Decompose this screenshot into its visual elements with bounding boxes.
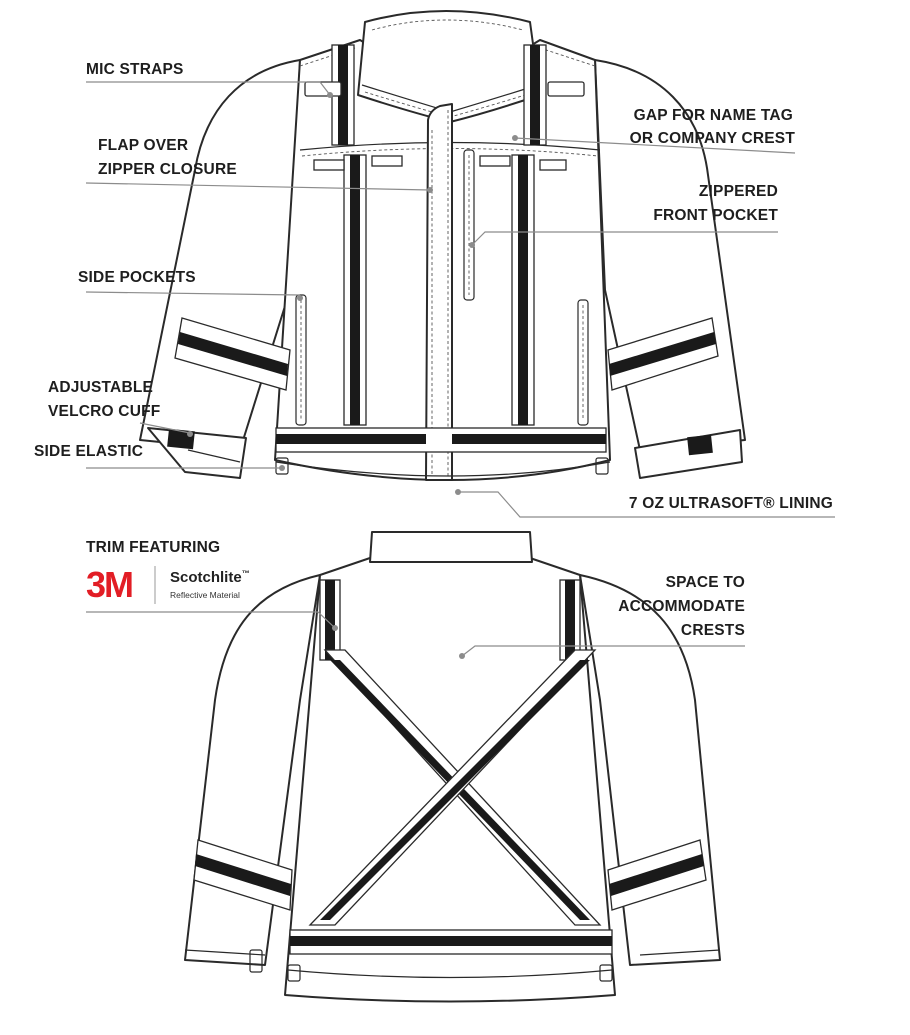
label-gap-line1: GAP FOR NAME TAG [634, 107, 793, 124]
label-space-line1: SPACE TO [666, 574, 745, 591]
label-trim-featuring: TRIM FEATURING [86, 539, 220, 556]
back-collar [369, 531, 533, 563]
front-jacket [139, 10, 746, 481]
label-velcro-line1: ADJUSTABLE [48, 379, 153, 396]
scotchlite-logo: 3M Scotchlite™ Reflective Material [86, 564, 250, 605]
logo-product-name: Scotchlite™ [170, 569, 250, 586]
label-velcro-line2: VELCRO CUFF [48, 403, 160, 420]
label-side-pockets: SIDE POCKETS [78, 269, 196, 286]
front-side-elastic [275, 457, 609, 475]
label-flap-line2: ZIPPER CLOSURE [98, 161, 237, 178]
back-x-trim [308, 649, 602, 926]
label-mic-straps: MIC STRAPS [86, 61, 184, 78]
leader-lines [85, 81, 835, 659]
front-collar [357, 10, 541, 123]
label-lining: 7 OZ ULTRASOFT® LINING [629, 495, 833, 512]
zipper-flap [425, 103, 453, 481]
label-space-line3: CRESTS [681, 622, 745, 639]
front-right-cuff [634, 429, 743, 479]
feature-labels: MIC STRAPS FLAP OVER ZIPPER CLOSURE SIDE… [34, 61, 833, 639]
label-gap-line2: OR COMPANY CREST [630, 130, 796, 147]
back-jacket [184, 531, 721, 1003]
logo-3m-wordmark: 3M [86, 564, 132, 605]
label-space-line2: ACCOMMODATE [618, 598, 745, 615]
front-left-cuff [147, 427, 247, 479]
front-left-sleeve [139, 59, 301, 451]
label-zip-line2: FRONT POCKET [653, 207, 778, 224]
label-flap-line1: FLAP OVER [98, 137, 188, 154]
logo-subtitle: Reflective Material [170, 590, 240, 600]
label-side-elastic: SIDE ELASTIC [34, 443, 143, 460]
label-zip-line1: ZIPPERED [699, 183, 778, 200]
